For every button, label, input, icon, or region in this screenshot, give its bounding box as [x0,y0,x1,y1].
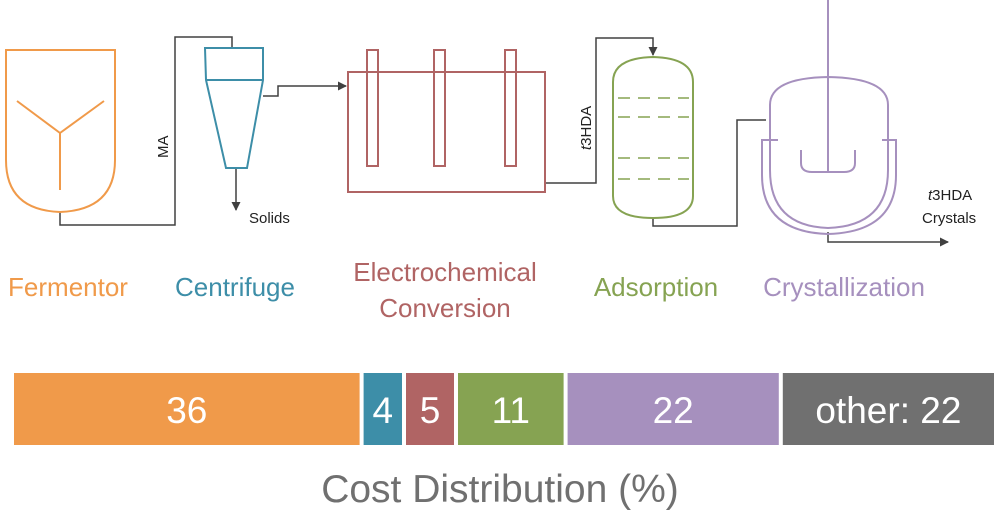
fermentor-unit [5,49,116,214]
cost-segment-crystallization [567,373,779,445]
cost-segment-electrochemical [406,373,454,445]
cost-segment-fermentor [14,373,360,445]
electrochemical-unit [347,49,546,193]
crystallization-label: Crystallization [763,272,925,302]
cost-segment-label-adsorption: 11 [492,390,530,431]
centrifuge-outlet-stream [263,81,347,97]
ma-stream [59,36,233,226]
cost-segment-label-other: other: 22 [815,390,961,431]
crystallizer-vessel [769,75,889,230]
product-label-line2: Crystals [922,210,976,227]
t3hda-suffix: 3HDA [578,106,595,146]
product-suffix: 3HDA [932,187,972,204]
fermentor-vessel [5,49,116,214]
product-label-line1: t3HDA [928,187,972,204]
electrochemical-label-line1: Electrochemical [353,257,537,287]
electrode-3 [504,49,517,167]
centrifuge-unit [203,47,264,169]
process-streams [59,36,949,247]
centrifuge-body [203,47,264,169]
product-prefix: t [928,187,933,204]
solids-label: Solids [249,210,290,227]
electrochemical-label-line2: Conversion [379,293,511,323]
adsorption-unit [612,55,694,220]
electrochemical-cell [347,71,546,193]
cost-segment-label-electrochemical: 5 [420,390,441,431]
cost-segment-label-centrifuge: 4 [373,390,394,431]
crystallizer-jacket [761,139,897,236]
fermentor-label: Fermentor [8,272,128,302]
electrode-2 [433,49,446,167]
t3hda-label: t3HDA [578,106,595,150]
adsorption-label: Adsorption [594,272,718,302]
cost-segment-centrifuge [363,373,402,445]
cost-bar-caption: Cost Distribution (%) [321,468,679,511]
packing-lines [618,97,689,180]
crystallizer-impeller [800,150,856,173]
electrode-1 [366,49,379,167]
adsorption-outlet-stream [652,119,766,227]
t3hda-stream [545,37,658,184]
fermentor-agitator [16,100,105,190]
stream-labels: MA Solids t3HDA t3HDA Crystals [155,106,976,227]
unit-labels: Fermentor Centrifuge Electrochemical Con… [8,257,925,323]
ma-label: MA [155,136,172,159]
adsorption-column [612,55,694,220]
cost-segment-label-fermentor: 36 [166,390,207,431]
cost-segment-adsorption [458,373,564,445]
crystallizer-unit [761,0,897,236]
centrifuge-label: Centrifuge [175,272,295,302]
product-stream [827,232,949,247]
cost-segment-other [782,373,994,445]
t3hda-prefix: t [578,145,595,150]
cost-segment-label-crystallization: 22 [653,390,694,431]
